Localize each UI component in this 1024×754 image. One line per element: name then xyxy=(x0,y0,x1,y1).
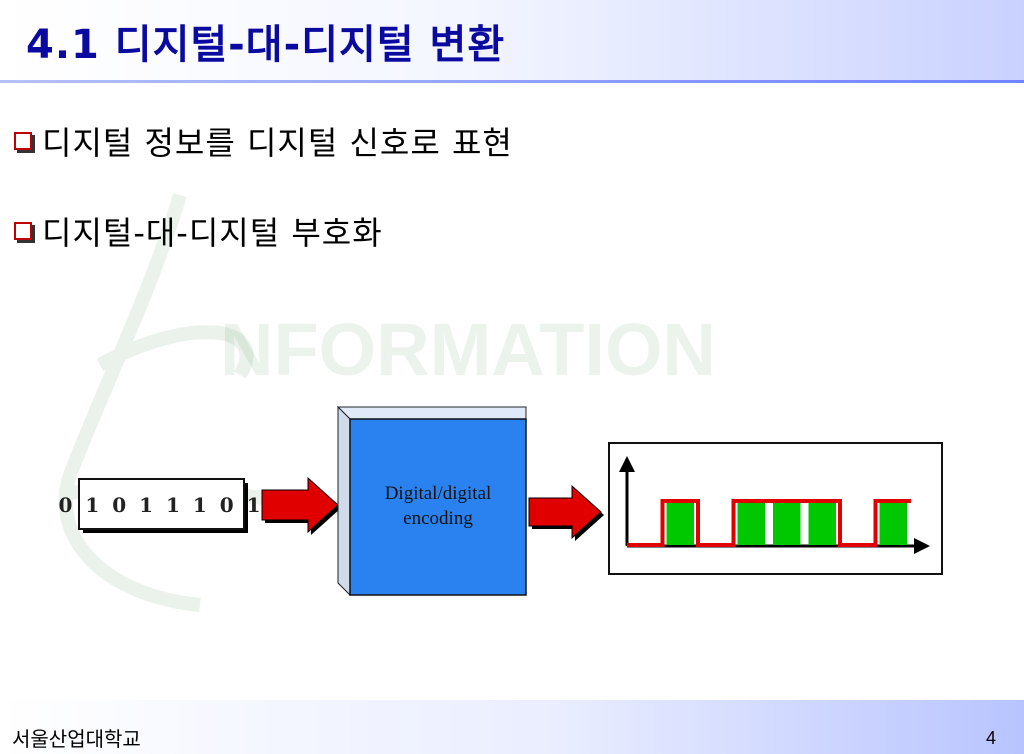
arrow-right-icon xyxy=(528,484,604,541)
page-number: 4 xyxy=(986,728,997,748)
digital-signal-waveform xyxy=(627,499,911,547)
signal-high-fill xyxy=(808,501,836,545)
signal-high-fill xyxy=(773,501,801,545)
signal-high-fills xyxy=(666,501,907,545)
output-signal-box xyxy=(608,442,943,575)
encoder-label-line1: Digital/digital xyxy=(385,483,492,504)
input-bits-label: 0 1 0 1 1 1 0 1 xyxy=(58,493,263,517)
signal-high-fill xyxy=(879,501,907,545)
bullet-text-1: 디지털 정보를 디지털 신호로 표현 xyxy=(42,124,513,162)
bullet-item-2: 디지털-대-디지털 부호화 xyxy=(14,208,383,254)
input-bits-box: 0 1 0 1 1 1 0 1 xyxy=(58,478,263,533)
slide-title: 4.1 디지털-대-디지털 변환 xyxy=(26,22,506,68)
bullet-text-2: 디지털-대-디지털 부호화 xyxy=(42,214,383,252)
footer-university: 서울산업대학교 xyxy=(12,727,141,751)
signal-high-fill xyxy=(737,501,765,545)
y-axis-arrow-icon xyxy=(619,456,635,472)
bullet-item-1: 디지털 정보를 디지털 신호로 표현 xyxy=(14,118,513,164)
title-bar xyxy=(0,0,1024,80)
encoder-box: Digital/digital encoding xyxy=(336,405,527,597)
bullet-square-icon xyxy=(14,132,32,150)
watermark-text: NFORMATION xyxy=(220,308,716,391)
bullet-square-icon xyxy=(14,222,32,240)
encoder-label-line2: encoding xyxy=(403,508,473,529)
signal-high-fill xyxy=(666,501,694,545)
arrow-right-icon xyxy=(261,476,341,535)
footer-bar xyxy=(0,700,1024,754)
title-divider xyxy=(0,80,1024,83)
x-axis-arrow-icon xyxy=(914,538,930,554)
